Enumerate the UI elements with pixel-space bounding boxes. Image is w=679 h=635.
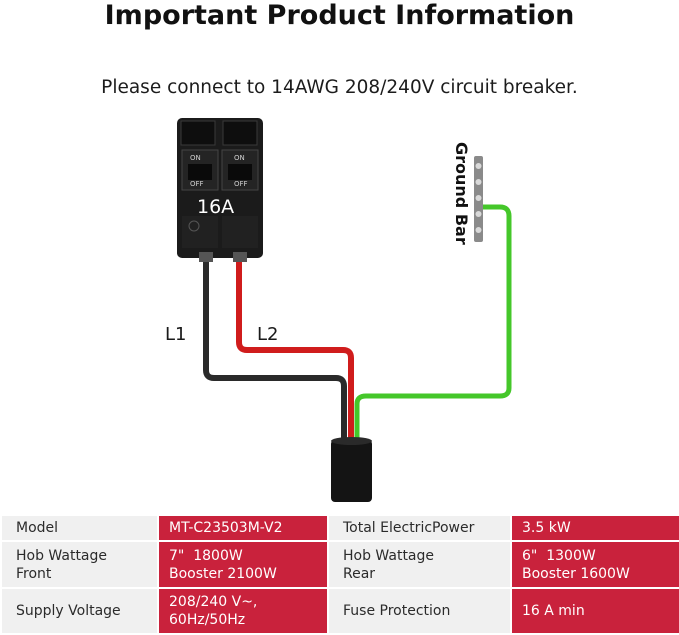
spec-value-fuse-protection: 16 A min bbox=[510, 586, 679, 635]
wire-l1 bbox=[203, 262, 347, 444]
breaker-off-label-left: OFF bbox=[190, 180, 204, 188]
ground-bar: Ground Bar bbox=[452, 142, 483, 245]
breaker-logo-mark bbox=[188, 220, 200, 232]
spec-value-line: 3.5 kW bbox=[522, 520, 571, 537]
spec-label-supply-voltage: Supply Voltage bbox=[0, 586, 159, 635]
spec-value-line: 208/240 V~, bbox=[169, 593, 258, 610]
cable-sleeve bbox=[331, 440, 372, 502]
spec-value-hob-rear: 6" 1300W Booster 1600W bbox=[510, 540, 679, 589]
breaker-terminal-left bbox=[199, 252, 213, 262]
spec-label-fuse-protection: Fuse Protection bbox=[327, 586, 512, 635]
spec-value-line: 6" 1300W bbox=[522, 547, 596, 564]
breaker-terminal-right bbox=[233, 252, 247, 262]
breaker-on-label-right: ON bbox=[234, 154, 245, 162]
spec-value-line: 16 A min bbox=[522, 602, 585, 619]
ground-bar-screw-4 bbox=[475, 211, 482, 217]
ground-bar-screw-5 bbox=[475, 227, 482, 233]
spec-value-line: Booster 2100W bbox=[169, 565, 277, 582]
wire-l2 bbox=[236, 262, 354, 444]
ground-bar-screw-3 bbox=[475, 195, 482, 201]
breaker-handle-right bbox=[222, 120, 258, 146]
spec-value-line: 60Hz/50Hz bbox=[169, 611, 246, 628]
breaker-toggle-right bbox=[228, 164, 252, 180]
spec-value-supply-voltage: 208/240 V~, 60Hz/50Hz bbox=[157, 586, 329, 635]
spec-row-hob-wattage: Hob Wattage Front 7" 1800W Booster 2100W… bbox=[0, 540, 679, 589]
spec-label-model: Model bbox=[0, 513, 159, 543]
spec-row-supply: Supply Voltage 208/240 V~, 60Hz/50Hz Fus… bbox=[0, 586, 679, 635]
breaker-on-label-left: ON bbox=[190, 154, 201, 162]
spec-row-model: Model MT-C23503M-V2 Total ElectricPower … bbox=[0, 513, 679, 543]
cable-sleeve-top bbox=[331, 437, 372, 445]
spec-table: Model MT-C23503M-V2 Total ElectricPower … bbox=[0, 513, 679, 635]
wire-l1-label: L1 bbox=[165, 324, 186, 345]
circuit-breaker: ON ON OFF OFF 16A bbox=[177, 118, 263, 262]
wire-ground bbox=[354, 204, 512, 444]
spec-label-hob-rear: Hob Wattage Rear bbox=[327, 540, 512, 589]
wire-l2-label: L2 bbox=[257, 324, 278, 345]
ground-bar-label: Ground Bar bbox=[452, 142, 471, 245]
page-title: Important Product Information bbox=[104, 0, 575, 31]
spec-label-total-power: Total ElectricPower bbox=[327, 513, 512, 543]
breaker-lower-right bbox=[222, 216, 258, 248]
breaker-rating: 16A bbox=[197, 196, 234, 218]
page-subtitle: Please connect to 14AWG 208/240V circuit… bbox=[101, 77, 578, 98]
breaker-off-label-right: OFF bbox=[234, 180, 248, 188]
ground-bar-screw-1 bbox=[475, 163, 482, 169]
wires bbox=[203, 204, 512, 444]
spec-label-hob-front: Hob Wattage Front bbox=[0, 540, 159, 589]
ground-bar-screw-2 bbox=[475, 179, 482, 185]
spec-value-line: MT-C23503M-V2 bbox=[169, 520, 283, 537]
breaker-toggle-left bbox=[188, 164, 212, 180]
spec-value-line: Booster 1600W bbox=[522, 565, 630, 582]
wiring-diagram: ON ON OFF OFF 16A Ground Bar L1 L2 bbox=[165, 118, 512, 502]
spec-value-line: 7" 1800W bbox=[169, 547, 243, 564]
breaker-handle-left bbox=[180, 120, 216, 146]
spec-value-hob-front: 7" 1800W Booster 2100W bbox=[157, 540, 329, 589]
spec-value-total-power: 3.5 kW bbox=[510, 513, 679, 543]
breaker-lower-left bbox=[182, 216, 218, 248]
spec-value-model: MT-C23503M-V2 bbox=[157, 513, 329, 543]
